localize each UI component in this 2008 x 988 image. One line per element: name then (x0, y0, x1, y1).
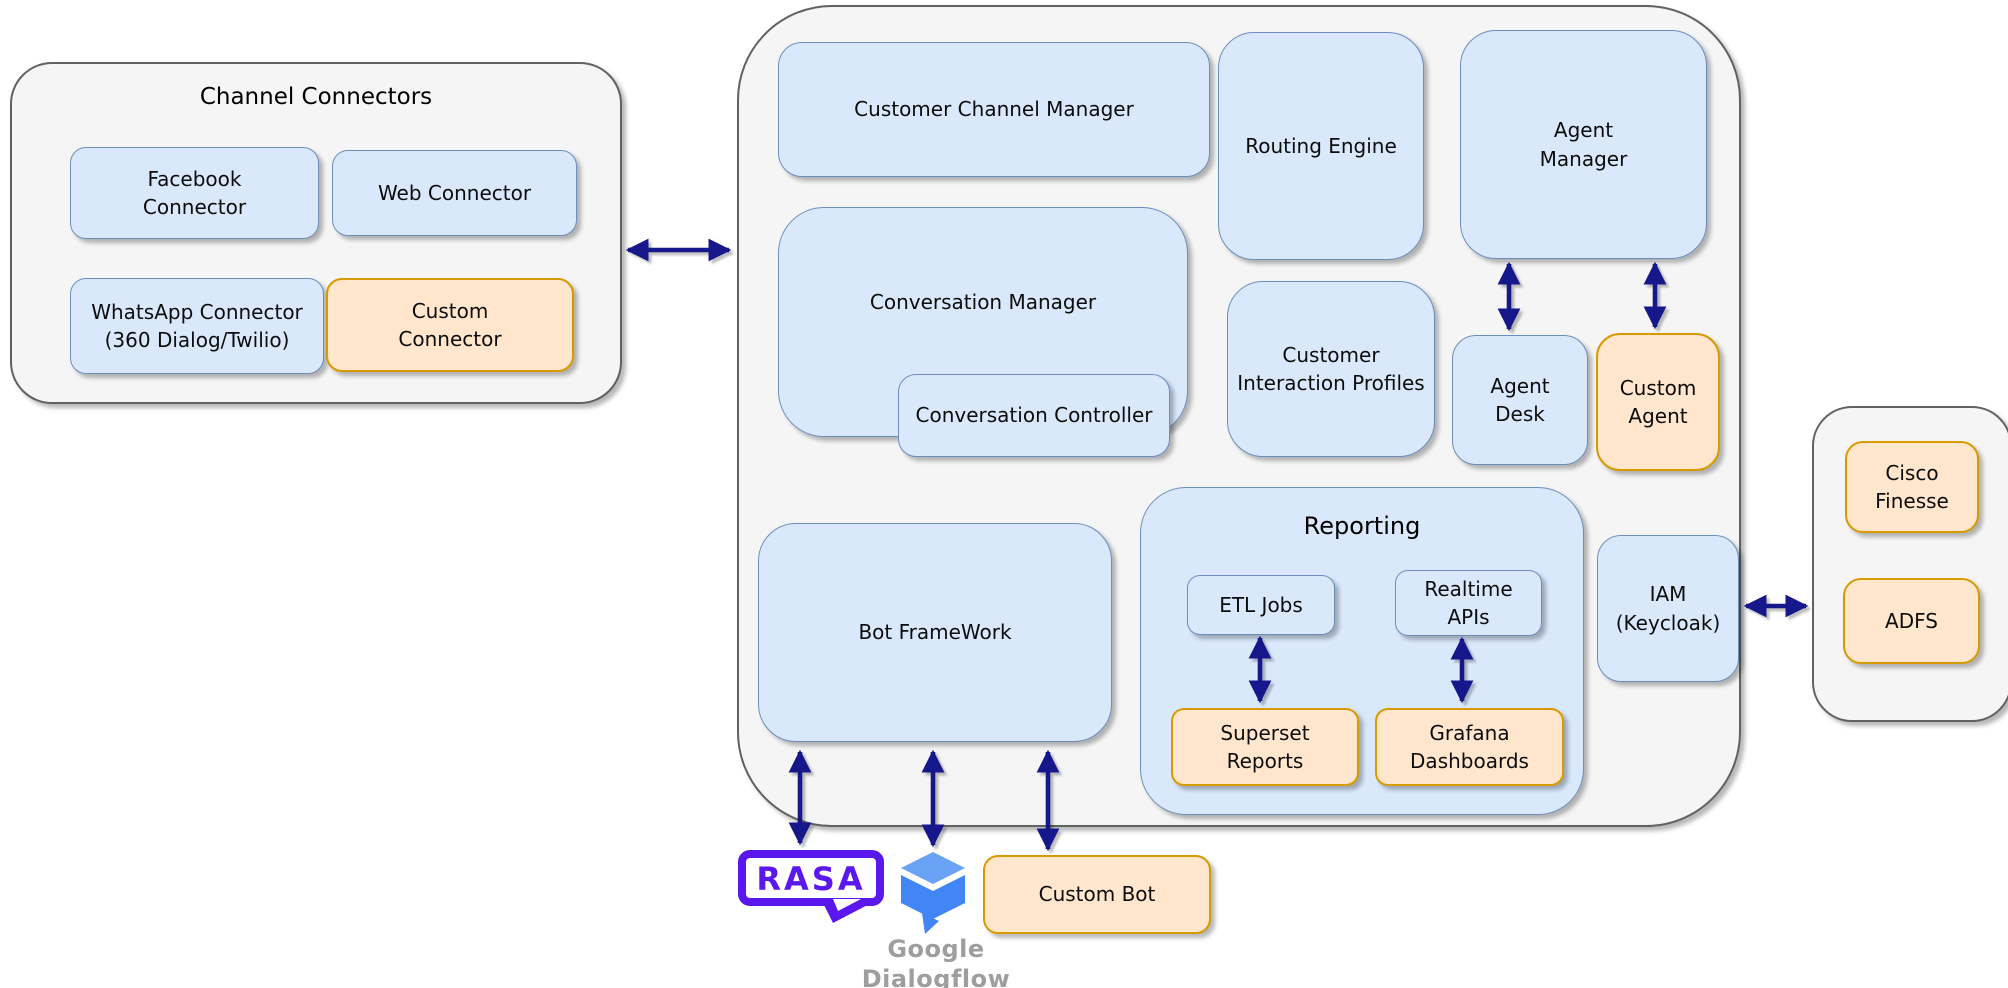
web-connector-box: Web Connector (332, 150, 577, 236)
conversation-manager-label: Conversation Manager (869, 289, 1097, 314)
cisco-finesse-box: Cisco Finesse (1845, 441, 1979, 533)
customer-channel-manager-label: Customer Channel Manager (854, 97, 1134, 122)
realtime-apis-box: Realtime APIs (1395, 570, 1542, 636)
custom-agent-label: Custom Agent (1619, 375, 1697, 428)
google-dialogflow-label: Google Dialogflow (861, 935, 1011, 988)
facebook-connector-label: Facebook Connector (142, 166, 247, 219)
superset-reports-label: Superset Reports (1220, 720, 1310, 773)
whatsapp-connector-label: WhatsApp Connector (360 Dialog/Twilio) (91, 299, 303, 352)
routing-engine-box: Routing Engine (1218, 32, 1424, 260)
custom-agent-box: Custom Agent (1596, 333, 1720, 471)
facebook-connector-box: Facebook Connector (70, 147, 319, 239)
conversation-controller-box: Conversation Controller (898, 374, 1170, 457)
web-connector-label: Web Connector (377, 180, 532, 205)
customer-channel-manager-box: Customer Channel Manager (778, 42, 1210, 177)
agent-desk-box: Agent Desk (1452, 335, 1588, 465)
rasa-logo-text: RASA (756, 860, 865, 898)
custom-bot-box: Custom Bot (983, 855, 1211, 934)
conversation-controller-label: Conversation Controller (915, 403, 1153, 428)
reporting-title: Reporting (1303, 512, 1421, 540)
etl-jobs-label: ETL Jobs (1219, 592, 1303, 617)
etl-jobs-box: ETL Jobs (1187, 575, 1335, 635)
channel-connectors-title: Channel Connectors (199, 84, 433, 110)
agent-desk-label: Agent Desk (1490, 373, 1550, 426)
bot-framework-label: Bot FrameWork (858, 620, 1012, 645)
iam-keycloak-label: IAM (Keycloak) (1615, 582, 1721, 635)
google-dialogflow-icon (901, 852, 965, 934)
realtime-apis-label: Realtime APIs (1424, 576, 1513, 629)
rasa-logo: RASA (738, 850, 884, 923)
custom-connector-box: Custom Connector (326, 278, 574, 372)
adfs-label: ADFS (1885, 608, 1938, 633)
cisco-finesse-label: Cisco Finesse (1875, 460, 1949, 513)
bot-framework-box: Bot FrameWork (758, 523, 1112, 742)
iam-keycloak-box: IAM (Keycloak) (1597, 535, 1739, 682)
customer-interaction-profiles-box: Customer Interaction Profiles (1227, 281, 1435, 457)
reporting-panel: Reporting ETL Jobs Realtime APIs Superse… (1140, 487, 1584, 815)
grafana-dashboards-box: Grafana Dashboards (1375, 708, 1564, 786)
whatsapp-connector-box: WhatsApp Connector (360 Dialog/Twilio) (70, 278, 324, 374)
custom-bot-label: Custom Bot (1038, 882, 1156, 907)
agent-manager-label: Agent Manager (1539, 118, 1628, 171)
agent-manager-box: Agent Manager (1460, 30, 1707, 259)
superset-reports-box: Superset Reports (1171, 708, 1359, 786)
customer-interaction-profiles-label: Customer Interaction Profiles (1237, 342, 1425, 395)
routing-engine-label: Routing Engine (1245, 133, 1397, 158)
grafana-dashboards-label: Grafana Dashboards (1410, 720, 1529, 773)
custom-connector-label: Custom Connector (398, 298, 502, 351)
adfs-box: ADFS (1843, 578, 1980, 664)
